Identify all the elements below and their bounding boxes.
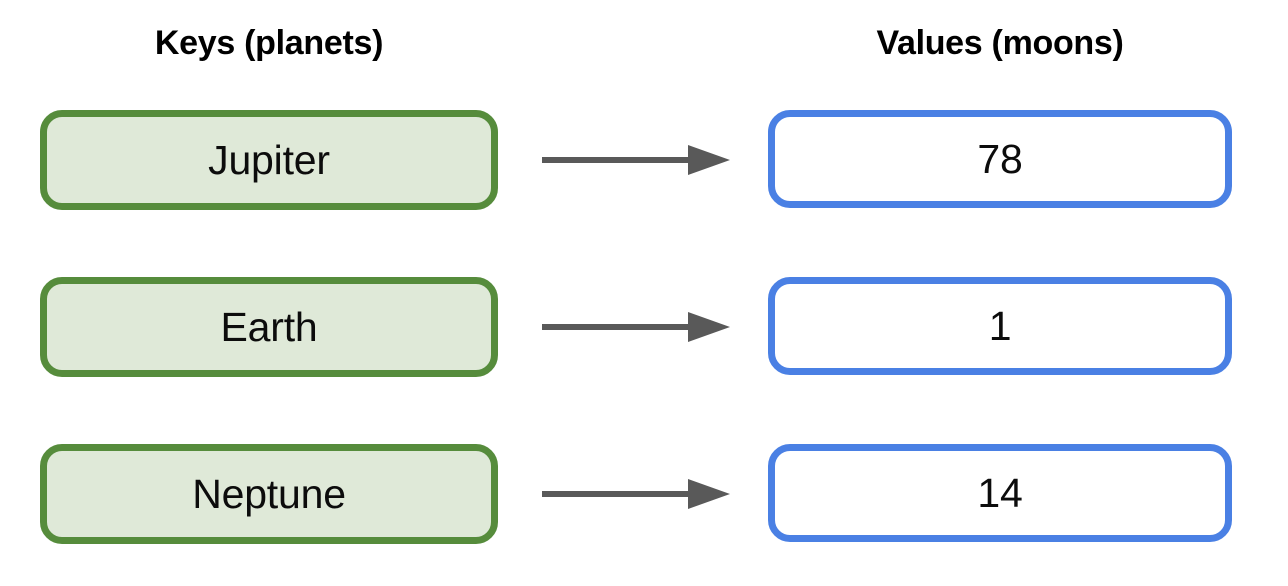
value-label: 14 xyxy=(977,469,1023,516)
key-box[interactable]: Jupiter xyxy=(40,110,498,210)
value-box[interactable]: 14 xyxy=(768,444,1232,542)
value-label: 1 xyxy=(988,302,1012,349)
values-column-heading: Values (moons) xyxy=(876,24,1124,62)
mapping-row: Jupiter 78 xyxy=(0,110,1288,210)
key-box[interactable]: Earth xyxy=(40,277,498,377)
key-label: Jupiter xyxy=(208,136,330,183)
value-box[interactable]: 78 xyxy=(768,110,1232,208)
key-box[interactable]: Neptune xyxy=(40,444,498,544)
key-label: Earth xyxy=(220,303,318,350)
mapping-row: Earth 1 xyxy=(0,277,1288,377)
key-label: Neptune xyxy=(192,470,346,517)
mapping-row: Neptune 14 xyxy=(0,444,1288,544)
arrow-right-icon xyxy=(538,473,734,515)
arrow-right-icon xyxy=(538,139,734,181)
arrow-right-icon xyxy=(538,306,734,348)
value-label: 78 xyxy=(977,135,1023,182)
value-box[interactable]: 1 xyxy=(768,277,1232,375)
keys-column-heading: Keys (planets) xyxy=(154,24,384,62)
